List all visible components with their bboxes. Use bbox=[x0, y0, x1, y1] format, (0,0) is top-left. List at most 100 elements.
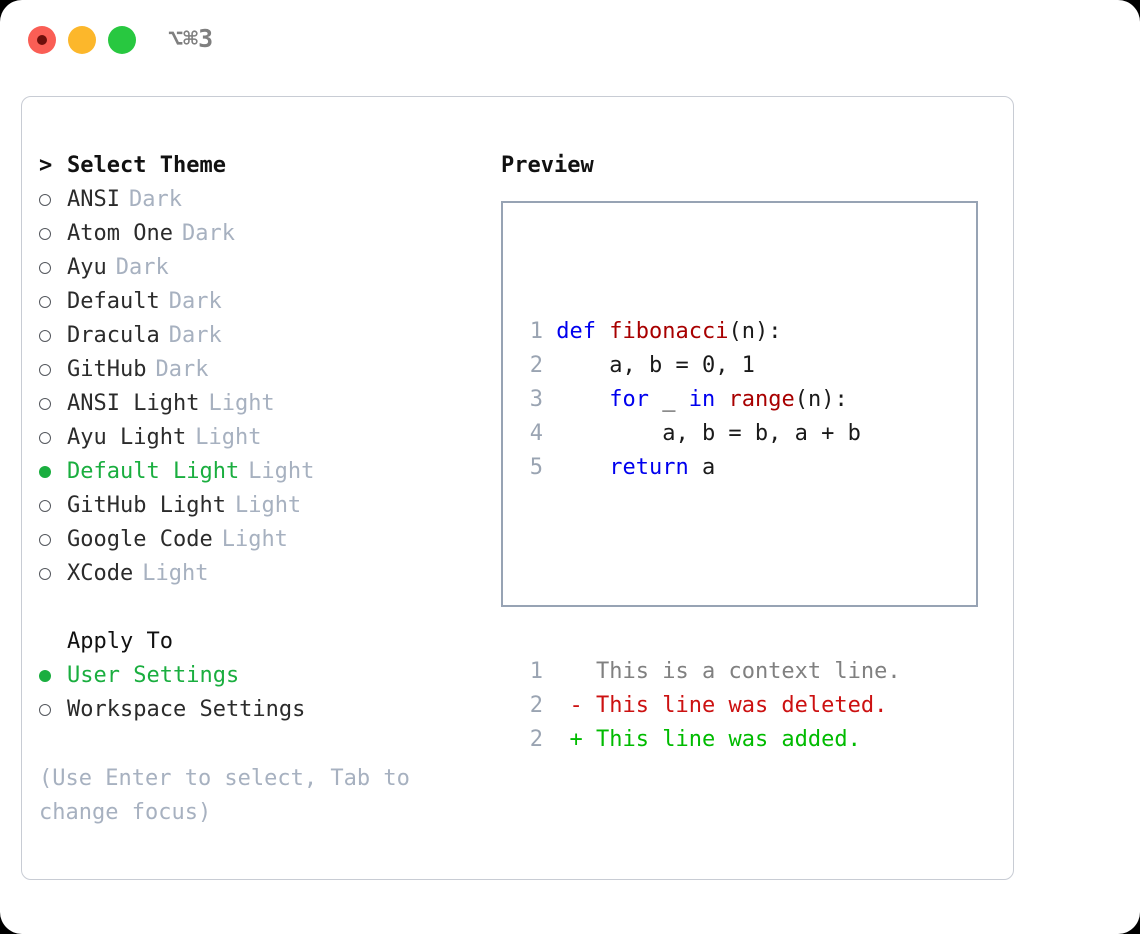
code-token-plain: _ bbox=[648, 387, 689, 412]
theme-variant-badge: Dark bbox=[181, 221, 235, 246]
code-token-fn: range bbox=[728, 387, 795, 412]
window-controls bbox=[28, 26, 136, 54]
title-bar: ⌥⌘3 bbox=[0, 0, 1140, 82]
code-token-plain: a bbox=[688, 455, 716, 480]
code-token-fn: fibonacci bbox=[609, 319, 729, 344]
diff-line: 1 This is a context line. bbox=[519, 655, 901, 689]
diff-sample: 1 This is a context line. 2 - This line w… bbox=[519, 655, 901, 757]
preview-panel: Preview 1 def fibonacci(n):2 a, b = 0, 1… bbox=[501, 149, 991, 752]
diff-sign bbox=[570, 659, 583, 684]
code-token-plain bbox=[715, 387, 728, 412]
theme-option-github-light[interactable]: GitHub Light Light bbox=[39, 489, 479, 523]
diff-line-number: 1 bbox=[529, 659, 543, 684]
apply-to-option-workspace-settings[interactable]: Workspace Settings bbox=[39, 693, 479, 727]
minimize-button-icon[interactable] bbox=[68, 26, 96, 54]
code-token-plain: (n): bbox=[728, 319, 782, 344]
code-line-number: 4 bbox=[529, 421, 543, 446]
theme-option-default[interactable]: Default Dark bbox=[39, 285, 479, 319]
code-line-number: 5 bbox=[529, 455, 543, 480]
apply-to-option-label: Workspace Settings bbox=[67, 697, 306, 722]
select-theme-heading-label: Select Theme bbox=[67, 153, 226, 178]
radio-unselected-icon bbox=[39, 534, 67, 546]
diff-sign: - bbox=[569, 693, 583, 718]
theme-variant-badge: Light bbox=[221, 527, 288, 552]
bullet-shape bbox=[39, 534, 51, 546]
diff-text: This line was added. bbox=[596, 727, 861, 752]
bullet-shape bbox=[39, 330, 51, 342]
apply-to-option-user-settings[interactable]: User Settings bbox=[39, 659, 479, 693]
radio-unselected-icon bbox=[39, 398, 67, 410]
diff-line-number: 2 bbox=[529, 693, 543, 718]
diff-line: 2 + This line was added. bbox=[519, 723, 901, 757]
maximize-button-icon[interactable] bbox=[108, 26, 136, 54]
code-diff-separator bbox=[519, 553, 901, 587]
code-token-plain: a, b = b, a + b bbox=[556, 421, 861, 446]
radio-unselected-icon bbox=[39, 568, 67, 580]
radio-unselected-icon bbox=[39, 704, 67, 716]
code-token-kw: in bbox=[688, 387, 716, 412]
diff-text: This is a context line. bbox=[596, 659, 901, 684]
bullet-shape bbox=[39, 670, 51, 682]
theme-variant-badge: Light bbox=[234, 493, 302, 518]
theme-option-ansi-light[interactable]: ANSI Light Light bbox=[39, 387, 479, 421]
theme-option-label: GitHub Light bbox=[67, 493, 226, 518]
bullet-shape bbox=[39, 194, 51, 206]
theme-option-google-code[interactable]: Google Code Light bbox=[39, 523, 479, 557]
theme-variant-badge: Light bbox=[195, 425, 262, 450]
theme-variant-badge: Light bbox=[248, 459, 315, 484]
select-theme-heading: > Select Theme bbox=[39, 149, 479, 183]
radio-unselected-icon bbox=[39, 296, 67, 308]
code-token-kw: return bbox=[609, 455, 689, 480]
bullet-shape bbox=[39, 296, 51, 308]
theme-variant-badge: Dark bbox=[128, 187, 182, 212]
bullet-shape bbox=[39, 568, 51, 580]
code-line: 3 for _ in range(n): bbox=[519, 383, 901, 417]
theme-option-label: Ayu bbox=[67, 255, 107, 280]
code-line-number: 2 bbox=[529, 353, 543, 378]
radio-unselected-icon bbox=[39, 262, 67, 274]
radio-selected-icon bbox=[39, 466, 67, 478]
apply-to-heading: Apply To bbox=[39, 625, 479, 659]
radio-unselected-icon bbox=[39, 194, 67, 206]
keyboard-hint-text: (Use Enter to select, Tab to change focu… bbox=[39, 766, 410, 825]
code-token-plain: (n): bbox=[794, 387, 848, 412]
theme-variant-badge: Dark bbox=[168, 289, 222, 314]
radio-unselected-icon bbox=[39, 330, 67, 342]
theme-variant-badge: Light bbox=[208, 391, 275, 416]
theme-variant-badge: Dark bbox=[168, 323, 222, 348]
theme-option-label: Google Code bbox=[67, 527, 213, 552]
code-line: 5 return a bbox=[519, 451, 901, 485]
theme-option-label: ANSI Light bbox=[67, 391, 200, 416]
code-token-kw: def bbox=[556, 319, 610, 344]
theme-option-label: Default bbox=[67, 289, 160, 314]
radio-unselected-icon bbox=[39, 432, 67, 444]
bullet-shape bbox=[39, 466, 51, 478]
keyboard-shortcut-label: ⌥⌘3 bbox=[168, 24, 214, 53]
diff-sign: + bbox=[569, 727, 583, 752]
radio-selected-icon bbox=[39, 670, 67, 682]
radio-unselected-icon bbox=[39, 364, 67, 376]
code-line-number: 1 bbox=[529, 319, 543, 344]
radio-unselected-icon bbox=[39, 500, 67, 512]
code-token-plain bbox=[556, 455, 609, 480]
code-line: 2 a, b = 0, 1 bbox=[519, 349, 901, 383]
bullet-shape bbox=[39, 500, 51, 512]
code-token-plain bbox=[556, 387, 609, 412]
bullet-shape bbox=[39, 704, 51, 716]
radio-unselected-icon bbox=[39, 228, 67, 240]
close-button-icon[interactable] bbox=[28, 26, 56, 54]
